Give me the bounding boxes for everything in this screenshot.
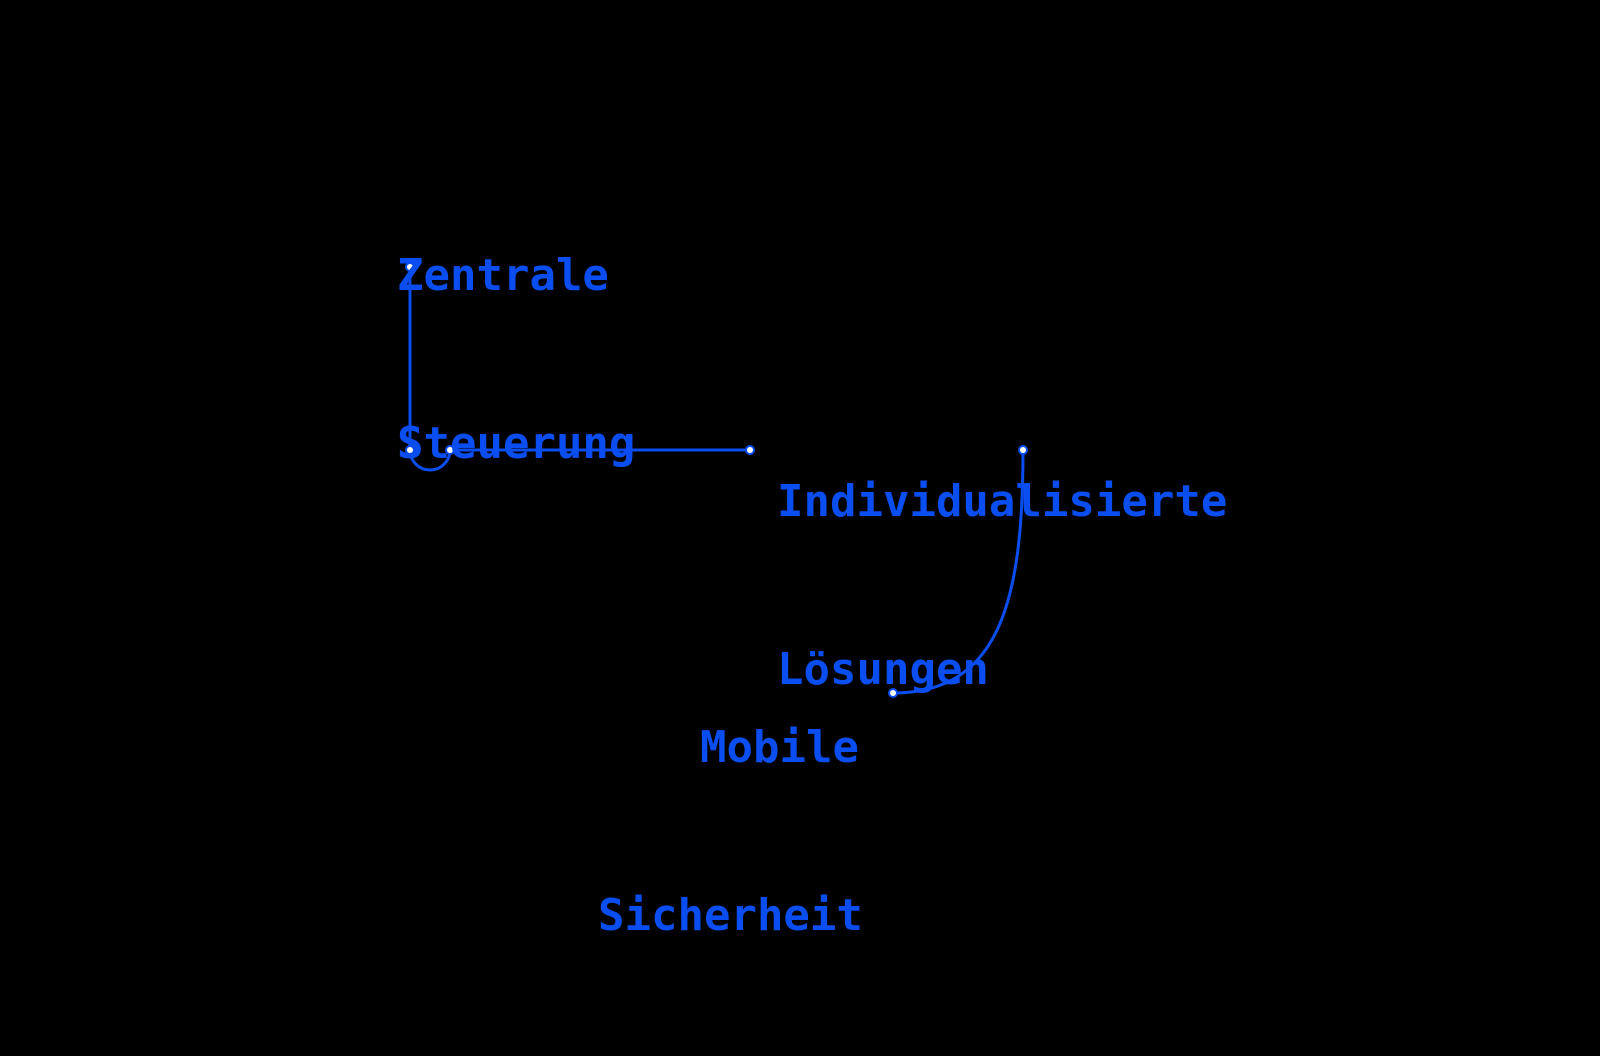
node-label-line-1: Zentrale	[397, 250, 609, 301]
endpoint-dot-ring-icon	[745, 445, 755, 455]
endpoint-dot-loesungen-left	[745, 445, 755, 455]
node-label-line-1: Mobile	[700, 722, 859, 773]
node-label-line-2: Lösungen	[777, 644, 989, 695]
diagram-canvas: Zentrale Steuerung Individualisierte Lös…	[397, 136, 1228, 941]
node-label-zentrale-steuerung: Zentrale Steuerung	[397, 136, 635, 584]
node-label-line-1: Individualisierte	[777, 476, 1228, 527]
node-label-individualisierte-loesungen: Individualisierte Lösungen	[777, 362, 1227, 810]
node-label-line-2: Sicherheit	[598, 890, 863, 941]
endpoint-dot-core-icon	[747, 447, 753, 453]
node-label-mobile-sicherheit: Mobile Sicherheit	[598, 608, 863, 1056]
node-label-line-2: Steuerung	[397, 418, 636, 469]
